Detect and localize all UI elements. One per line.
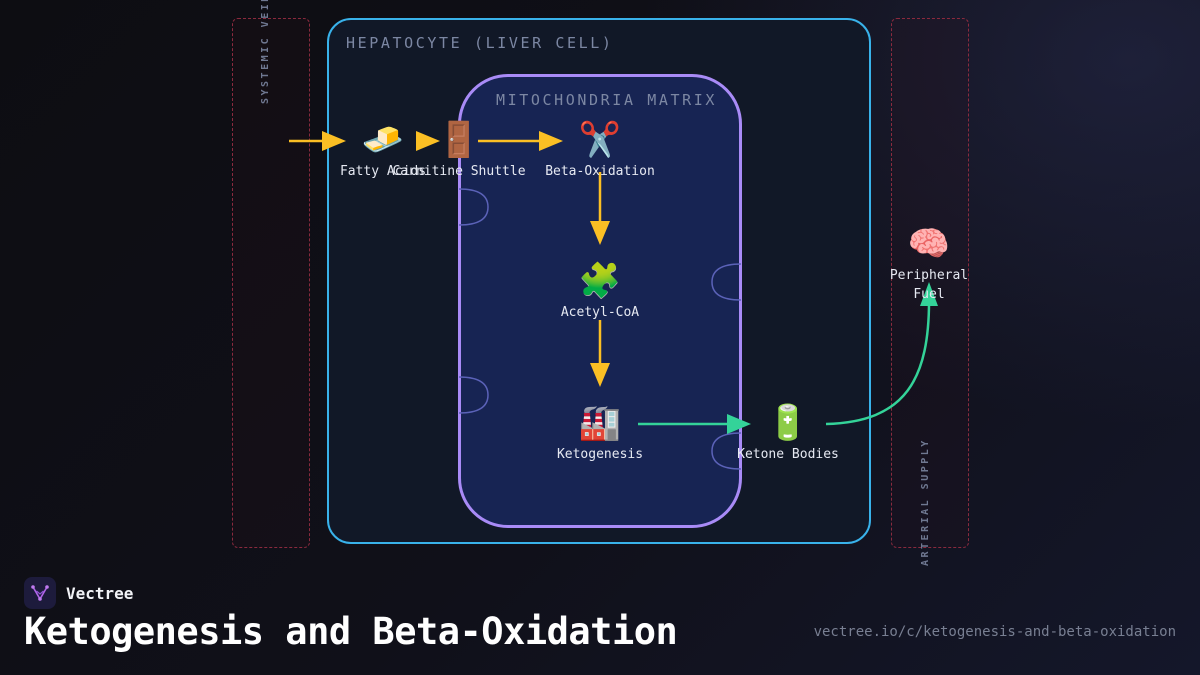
edge-beta-oxidation-to-acetyl-coa-head [590, 221, 610, 245]
factory-icon: 🏭 [578, 403, 622, 443]
edge-ketone-bodies-to-peripheral-fuel-head [920, 282, 938, 306]
node-beta-oxidation-label: Beta-Oxidation [545, 164, 655, 179]
edge-acetyl-coa-to-ketogenesis-head [590, 363, 610, 387]
node-ketogenesis: 🏭 Ketogenesis [500, 403, 700, 464]
node-fatty-acids: 🧈 Fatty Acids [283, 120, 483, 181]
puzzle-piece-icon: 🧩 [578, 261, 622, 301]
source-url[interactable]: vectree.io/c/ketogenesis-and-beta-oxidat… [813, 624, 1176, 640]
node-peripheral-fuel-label: Peripheral Fuel [889, 268, 969, 302]
edge-vein-to-fatty-acids-head [322, 131, 346, 151]
brand-name: Vectree [66, 583, 134, 603]
battery-icon: 🔋 [766, 403, 810, 443]
node-carnitine-shuttle: 🚪 Carnitine Shuttle [359, 120, 559, 181]
hepatocyte-title: HEPATOCYTE (LIVER CELL) [346, 34, 614, 52]
mitochondria-cristae [458, 188, 742, 470]
node-ketone-bodies-label: Ketone Bodies [737, 447, 839, 462]
arterial-supply [891, 18, 969, 548]
brain-icon: 🧠 [907, 224, 951, 264]
edge-ketone-bodies-to-peripheral-fuel [825, 295, 931, 426]
edge-carnitine-to-beta-oxidation-head [539, 131, 563, 151]
door-icon: 🚪 [437, 120, 481, 160]
node-ketone-bodies: 🔋 Ketone Bodies [688, 403, 888, 464]
mitochondria-title: MITOCHONDRIA MATRIX [496, 91, 717, 109]
node-carnitine-shuttle-label: Carnitine Shuttle [392, 164, 526, 179]
mitochondria [458, 74, 742, 528]
edge-fatty-acids-to-carnitine-head [416, 131, 440, 151]
node-ketogenesis-label: Ketogenesis [556, 447, 644, 462]
node-peripheral-fuel: 🧠 Peripheral Fuel [884, 224, 974, 304]
node-acetyl-coa: 🧩 Acetyl-CoA [500, 261, 700, 322]
vectree-logo-icon [24, 577, 56, 609]
node-beta-oxidation: ✂️ Beta-Oxidation [500, 120, 700, 181]
node-acetyl-coa-label: Acetyl-CoA [560, 305, 640, 320]
butter-icon: 🧈 [361, 120, 405, 160]
edge-ketogenesis-to-ketone-bodies-head [727, 414, 751, 434]
node-fatty-acids-label: Fatty Acids [339, 164, 427, 179]
scissors-icon: ✂️ [578, 120, 622, 160]
systemic-vein [232, 18, 310, 548]
brand[interactable]: Vectree [24, 577, 133, 609]
page-title: Ketogenesis and Beta-Oxidation [24, 610, 678, 653]
